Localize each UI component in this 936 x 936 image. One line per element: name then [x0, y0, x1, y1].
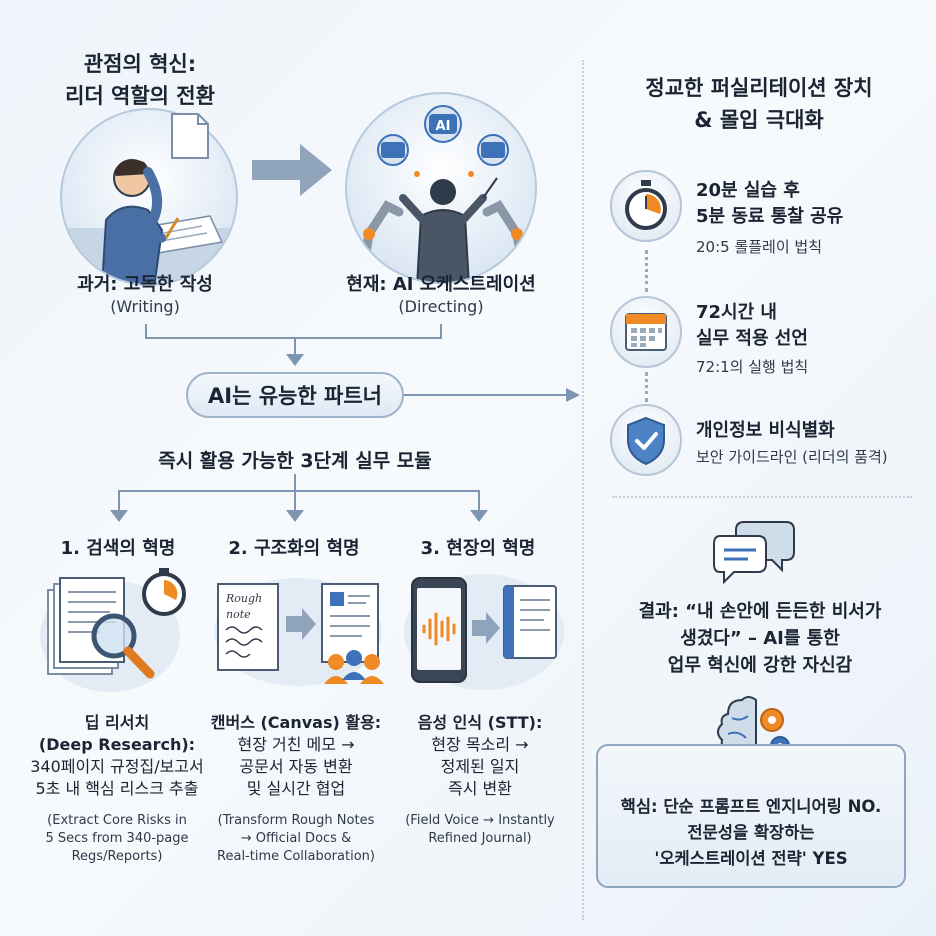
left-heading-line2: 리더 역할의 전환	[65, 84, 215, 108]
module-2-desc: 캔버스 (Canvas) 활용: 현장 거친 메모 → 공문서 자동 변환 및 …	[198, 712, 394, 800]
module-1-en2: 5 Secs from 340-page	[45, 831, 189, 846]
module-2-line3: 공문서 자동 변환	[239, 757, 353, 776]
core-line2: 전문성을 확장하는	[687, 823, 815, 842]
connector-line	[145, 337, 442, 339]
left-heading-line1: 관점의 혁신:	[83, 52, 197, 76]
core-line3: '오케스트레이션 전략' YES	[654, 849, 848, 868]
item-2-line1: 72시간 내	[696, 302, 777, 323]
connector-line	[294, 474, 296, 492]
module-3-line4: 즉시 변환	[448, 779, 512, 798]
connector-line	[294, 337, 296, 357]
connector-line	[145, 324, 147, 338]
canvas-convert-icon: Rough note	[214, 578, 384, 686]
present-sublabel: (Directing)	[398, 297, 484, 316]
module-3-line3: 정제된 일지	[440, 757, 520, 776]
result-line1: 결과: “내 손안에 든든한 비서가	[638, 601, 882, 622]
down-arrow-icon	[286, 510, 304, 522]
section-divider	[612, 496, 912, 498]
module-3-en2: Refined Journal)	[428, 831, 532, 846]
module-3-en1: (Field Voice → Instantly	[405, 813, 555, 828]
module-2-en1: (Transform Rough Notes	[217, 813, 375, 828]
stopwatch-icon	[610, 170, 682, 242]
right-arrow-icon	[566, 388, 580, 402]
calendar-icon	[610, 296, 682, 368]
timeline-dots	[645, 372, 648, 402]
result-line3: 업무 혁신에 강한 자신감	[667, 655, 853, 676]
module-1-english: (Extract Core Risks in 5 Secs from 340-p…	[14, 812, 220, 866]
item-1-line1: 20분 실습 후	[696, 180, 800, 201]
module-1-en1: (Extract Core Risks in	[47, 813, 187, 828]
result-line2: 생겼다” – AI를 통한	[680, 628, 840, 649]
module-2-line4: 및 실시간 협업	[246, 779, 346, 798]
item-3-sub: 보안 가이드라인 (리더의 품격)	[696, 448, 888, 466]
note-word: note	[226, 608, 251, 621]
core-line1: 핵심: 단순 프롬프트 엔지니어링 NO.	[620, 797, 882, 816]
rough-word: Rough	[225, 592, 262, 605]
module-1-line4: 5초 내 핵심 리스크 추출	[35, 779, 199, 798]
module-1-en3: Regs/Reports)	[71, 849, 163, 864]
module-2-line2: 현장 거친 메모 →	[237, 735, 355, 754]
module-3-line1: 음성 인식 (STT):	[417, 713, 543, 732]
module-2-line1: 캔버스 (Canvas) 활용:	[210, 713, 382, 732]
down-arrow-icon	[110, 510, 128, 522]
module-3-line2: 현장 목소리 →	[431, 735, 529, 754]
core-message-box: 핵심: 단순 프롬프트 엔지니어링 NO. 전문성을 확장하는 '오케스트레이션…	[596, 744, 906, 888]
down-arrow-icon	[470, 510, 488, 522]
shield-check-icon	[610, 404, 682, 476]
present-orchestration-illustration: AI	[345, 92, 537, 284]
module-1-line3: 340페이지 규정집/보고서	[30, 757, 204, 776]
past-sublabel: (Writing)	[110, 297, 180, 316]
right-heading-line2: & 몰입 극대화	[694, 108, 824, 132]
module-2-en3: Real-time Collaboration)	[217, 849, 375, 864]
ai-partner-pill: AI는 유능한 파트너	[186, 372, 404, 418]
item-2-title: 72시간 내 실무 적용 선언	[696, 300, 926, 352]
module-2-english: (Transform Rough Notes → Official Docs &…	[196, 812, 396, 866]
right-heading-line1: 정교한 퍼실리테이션 장치	[645, 76, 873, 100]
past-label: 과거: 고독한 작성	[77, 274, 213, 295]
item-1-title: 20분 실습 후 5분 동료 통찰 공유	[696, 178, 926, 230]
column-divider	[582, 60, 584, 920]
past-writing-illustration	[60, 108, 238, 286]
connector-line	[118, 490, 480, 492]
connector-line	[118, 490, 120, 512]
voice-to-journal-icon	[404, 574, 564, 690]
ai-badge-text: AI	[436, 119, 451, 134]
module-1-line1: 딥 리서치	[84, 713, 150, 732]
document-icon	[171, 113, 209, 159]
connector-line	[294, 490, 296, 512]
item-2-sub: 72:1의 실행 법칙	[696, 358, 809, 376]
item-1-sub: 20:5 롤플레이 법칙	[696, 238, 823, 256]
item-2-line2: 실무 적용 선언	[696, 328, 808, 349]
right-heading: 정교한 퍼실리테이션 장치 & 몰입 극대화	[594, 72, 924, 136]
item-1-line2: 5분 동료 통찰 공유	[696, 206, 844, 227]
left-heading: 관점의 혁신: 리더 역할의 전환	[40, 48, 240, 112]
connector-line	[404, 394, 570, 396]
module-2-en2: → Official Docs &	[240, 831, 352, 846]
right-arrow-icon	[252, 144, 332, 196]
item-3-title: 개인정보 비식별화	[696, 420, 835, 441]
module-3-desc: 음성 인식 (STT): 현장 목소리 → 정제된 일지 즉시 변환	[392, 712, 568, 800]
result-text: 결과: “내 손안에 든든한 비서가 생겼다” – AI를 통한 업무 혁신에 …	[596, 598, 924, 679]
module-3-title: 3. 현장의 혁명	[420, 538, 536, 559]
chat-bubbles-icon	[713, 521, 795, 585]
connector-line	[440, 324, 442, 338]
modules-heading: 즉시 활용 가능한 3단계 실무 모듈	[158, 450, 432, 472]
module-1-desc: 딥 리서치 (Deep Research): 340페이지 규정집/보고서 5초…	[14, 712, 220, 800]
core-text: 핵심: 단순 프롬프트 엔지니어링 NO. 전문성을 확장하는 '오케스트레이션…	[598, 794, 904, 872]
module-3-english: (Field Voice → Instantly Refined Journal…	[392, 812, 568, 848]
module-1-line2: (Deep Research):	[38, 735, 196, 754]
present-label: 현재: AI 오케스트레이션	[346, 274, 536, 295]
deep-research-icon	[40, 568, 186, 692]
module-1-title: 1. 검색의 혁명	[60, 538, 176, 559]
module-2-title: 2. 구조화의 혁명	[228, 538, 360, 559]
timeline-dots	[645, 250, 648, 292]
down-arrow-icon	[286, 354, 304, 366]
connector-line	[478, 490, 480, 512]
